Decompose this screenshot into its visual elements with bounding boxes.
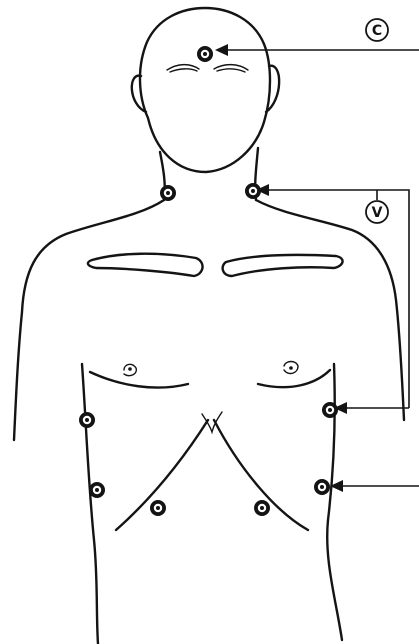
right-eyebrow xyxy=(214,65,248,72)
left-nipple-dot xyxy=(128,367,132,371)
right-nipple-dot xyxy=(289,366,293,370)
head-outline xyxy=(140,8,270,172)
side-left-lower-electrode xyxy=(89,482,105,498)
electrode-group xyxy=(79,46,338,516)
ribcage-left-upper-electrode xyxy=(79,412,95,428)
forehead-electrode xyxy=(197,46,213,62)
ribcage-right-upper-electrode xyxy=(322,402,338,418)
label-v-text: V xyxy=(372,205,383,221)
lead-c-arrowhead xyxy=(215,44,228,56)
label-c-badge: C xyxy=(366,19,388,41)
left-clavicle xyxy=(88,254,203,276)
left-eyebrow xyxy=(167,65,199,72)
side-right-lower-electrode xyxy=(314,479,330,495)
left-pectoral xyxy=(90,372,188,388)
right-clavicle xyxy=(223,255,343,276)
label-v-badge: V xyxy=(366,201,388,223)
neck-left-electrode xyxy=(160,185,176,201)
torso-left-side xyxy=(82,364,98,644)
abdomen-right-electrode xyxy=(254,500,270,516)
left-shoulder-arm xyxy=(14,200,164,440)
lead-v-upper xyxy=(266,190,409,408)
abdomen-left-electrode xyxy=(150,500,166,516)
neck-right-electrode xyxy=(245,183,261,199)
label-c-text: C xyxy=(372,23,382,39)
